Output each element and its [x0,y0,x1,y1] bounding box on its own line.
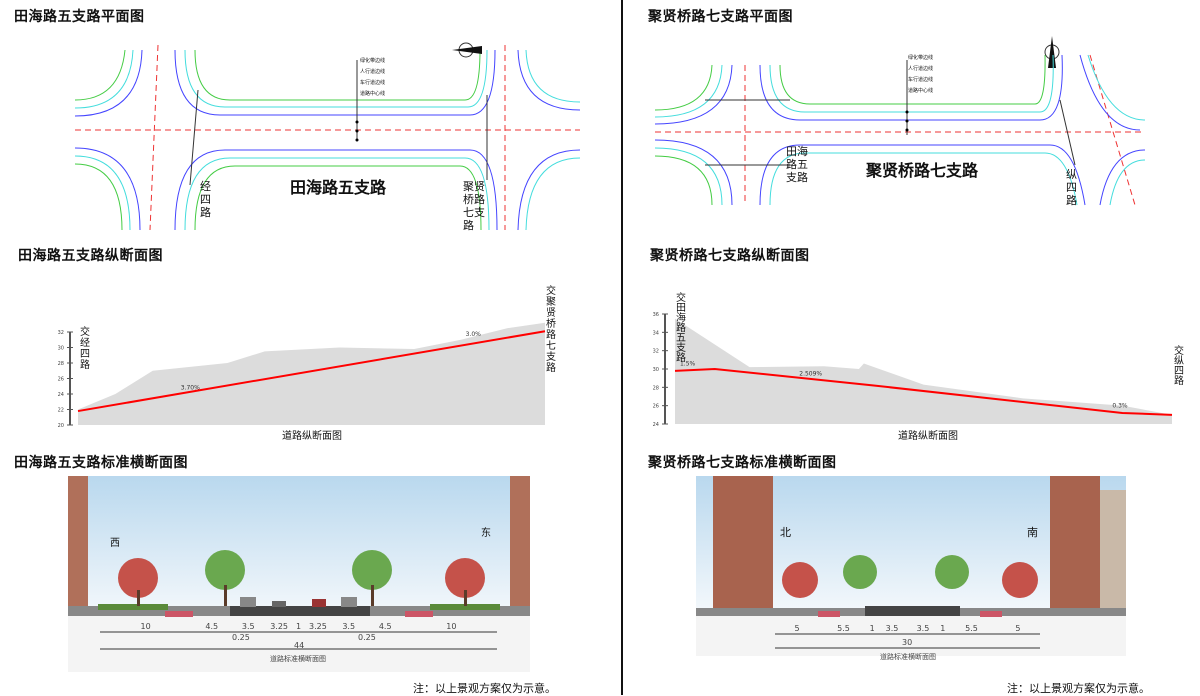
grade-label: 3.0% [466,331,482,338]
dimension-value: 5.5 [965,624,978,633]
dimension-value: 10 [446,622,457,631]
left-small-dim: 0.25 [232,633,250,642]
y-tick-label: 24 [653,422,659,428]
right-profile-caption: 道路纵断面图 [898,431,958,442]
dimension-value: 1 [295,622,302,631]
dimension-value: 5.5 [837,624,850,633]
legend-item: 道路中心线 [908,88,934,94]
direction-south: 南 [1027,526,1038,539]
left-section-total: 44 [294,641,305,650]
y-tick-label: 26 [58,377,64,383]
left-section-title: 田海路五支路标准横断面图 [14,455,188,471]
dimension-value: 3.5 [885,624,899,633]
design-grade-line [77,330,546,413]
left-profile-end-label: 交聚贤桥路七支路 [546,286,556,374]
y-tick-label: 32 [653,349,659,355]
y-tick-label: 24 [58,392,64,398]
left-profile-title: 田海路五支路纵断面图 [18,248,163,264]
dimension-value: 1 [869,624,875,633]
right-profile-end-label: 交纵四路 [1174,346,1184,387]
right-profile-chart: 24 26 28 30 32 34 36 1.5% 2.509% 0.3% [653,312,1173,428]
y-tick-label: 22 [58,408,64,414]
y-tick-label: 36 [653,312,659,318]
dimension-value: 1 [940,624,946,633]
direction-north: 北 [780,526,791,539]
right-cross-section-illustration [696,476,1126,656]
dimension-value: 3.25 [308,622,327,631]
left-plan-view [74,44,581,231]
left-note: 注：以上景观方案仅为示意。 [413,682,556,695]
y-tick-label: 20 [58,423,64,429]
y-tick-label: 30 [58,346,64,352]
right-plan-cross-right: 纵四路 [1066,168,1077,207]
right-plan-road-label: 聚贤桥路七支路 [866,161,979,180]
right-section-title: 聚贤桥路七支路标准横断面图 [648,455,837,471]
left-plan-title: 田海路五支路平面图 [14,9,145,25]
grade-label: 0.3% [1112,403,1128,410]
left-plan-legend: 绿化带边线 人行道边线 车行道边线 道路中心线 [360,56,385,100]
dimension-value: 4.5 [205,622,219,631]
left-plan-cross-right: 聚贤桥路七支路 [463,180,485,232]
ground-area [78,322,545,425]
y-tick-label: 28 [58,361,64,367]
left-cross-section-illustration [68,476,530,672]
legend-item: 车行道边线 [360,80,386,86]
right-plan-legend: 绿化带边线 人行道边线 车行道边线 道路中心线 [908,53,933,97]
dimension-value: 5 [794,624,800,633]
direction-west: 西 [110,538,120,549]
panel-divider [621,0,623,695]
right-plan-cross-left: 田海路五支路 [786,145,808,184]
legend-item: 绿化带边线 [908,55,934,61]
right-profile-title: 聚贤桥路七支路纵断面图 [650,248,810,264]
right-note: 注：以上景观方案仅为示意。 [1007,682,1150,695]
y-tick-label: 30 [653,367,659,373]
left-profile-chart: 20 22 24 26 28 30 32 3.70% 3.0% [58,322,546,429]
design-grade-line [674,367,1173,416]
right-section-total: 30 [902,638,913,647]
legend-item: 道路中心线 [360,91,386,97]
left-plan-road-label: 田海路五支路 [290,178,387,197]
right-dimension-lines [775,633,1040,649]
north-arrow-icon [452,42,482,58]
right-plan-view [654,54,1146,206]
legend-item: 绿化带边线 [360,58,386,64]
dimension-value: 3.5 [241,622,255,631]
y-tick-label: 34 [653,330,659,336]
dimension-value: 3.5 [916,624,930,633]
right-section-caption: 道路标准横断面图 [880,653,936,661]
north-arrow-icon [1044,36,1060,68]
y-tick-label: 26 [653,404,659,410]
dimension-value: 4.5 [378,622,392,631]
left-small-dim: 0.25 [358,633,376,642]
legend-item: 人行道边线 [908,66,934,72]
left-dimension-lines [100,631,497,650]
right-plan-title: 聚贤桥路七支路平面图 [648,9,793,25]
left-plan-cross-left: 经四路 [200,180,211,219]
direction-east: 东 [481,528,491,539]
ground-area [675,318,1172,424]
left-profile-caption: 道路纵断面图 [282,431,342,442]
dimension-value: 3.5 [342,622,356,631]
legend-item: 车行道边线 [908,77,934,83]
left-profile-start-label: 交经四路 [80,327,90,371]
legend-item: 人行道边线 [360,69,386,75]
dimension-value: 10 [140,622,151,631]
grade-label: 2.509% [799,370,822,377]
right-profile-start-label: 交田海路五支路 [676,293,686,364]
dimension-value: 5 [1015,624,1021,633]
grade-label: 3.70% [181,384,200,391]
grade-label: 1.5% [680,360,696,367]
y-tick-label: 32 [58,330,64,336]
dimension-value: 3.25 [270,622,288,631]
left-section-caption: 道路标准横断面图 [270,655,326,663]
y-tick-label: 28 [653,385,659,391]
